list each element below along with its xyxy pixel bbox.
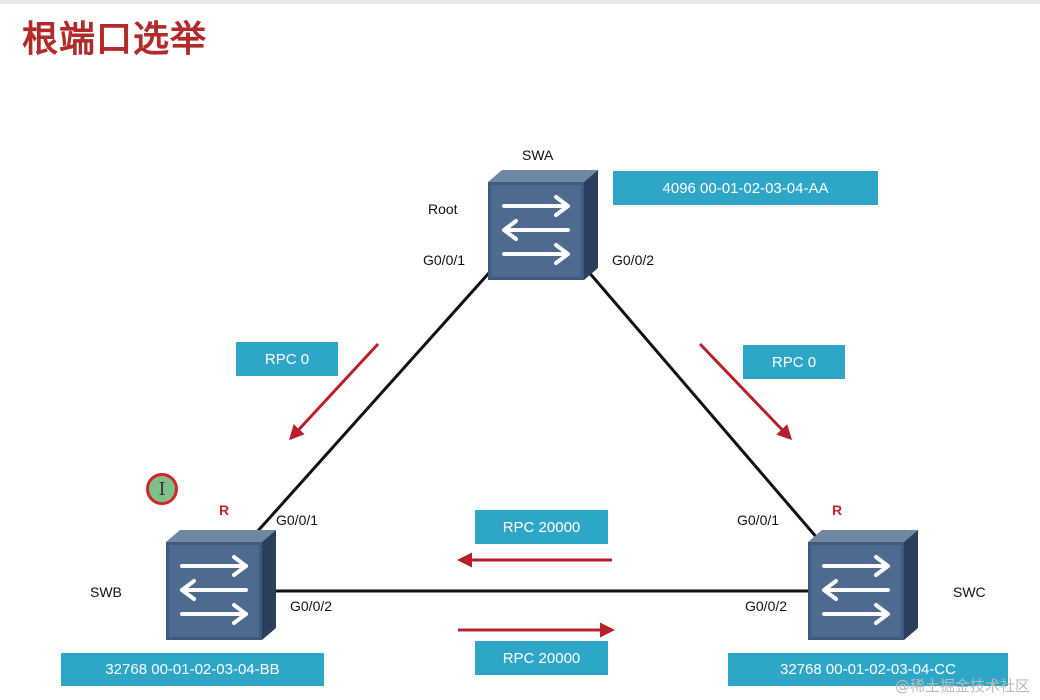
swc-root-port-marker: R: [832, 502, 843, 518]
slide-title: 根端口选举: [22, 19, 208, 60]
arrow-rpc-swa-swc: [698, 342, 793, 441]
swa-name: SWA: [522, 147, 554, 163]
swc-port-g001: G0/0/1: [737, 512, 780, 528]
top-strip: [0, 0, 1040, 4]
swb-name: SWB: [90, 584, 122, 600]
switch-swa-icon: [488, 170, 598, 280]
swc-port-g002: G0/0/2: [745, 598, 788, 614]
arrow-rpc-swa-swb: [288, 342, 380, 441]
swc-name: SWC: [953, 584, 986, 600]
rpc-box-swb-swc: RPC 20000: [475, 641, 608, 675]
swa-bid-box: 4096 00-01-02-03-04-AA: [613, 171, 878, 205]
switch-swb-icon: [166, 530, 276, 640]
rpc-box-swa-swb: RPC 0: [236, 342, 338, 376]
rpc-box-swc-swb: RPC 20000: [475, 510, 608, 544]
swa-port-g001: G0/0/1: [423, 252, 466, 268]
link-swa-swb: [246, 262, 499, 544]
swc-bid-box: 32768 00-01-02-03-04-CC: [728, 653, 1008, 686]
mouse-cursor-indicator: I: [146, 473, 178, 505]
swb-port-g002: G0/0/2: [290, 598, 333, 614]
rpc-box-swa-swc: RPC 0: [743, 345, 845, 379]
swb-bid-box: 32768 00-01-02-03-04-BB: [61, 653, 324, 686]
link-swa-swc: [585, 269, 826, 547]
watermark: @稀土掘金技术社区: [894, 677, 1030, 695]
swb-root-port-marker: R: [219, 502, 230, 518]
swa-role: Root: [428, 201, 458, 217]
switch-swc-icon: [808, 530, 918, 640]
swb-port-g001: G0/0/1: [276, 512, 319, 528]
swa-port-g002: G0/0/2: [612, 252, 655, 268]
